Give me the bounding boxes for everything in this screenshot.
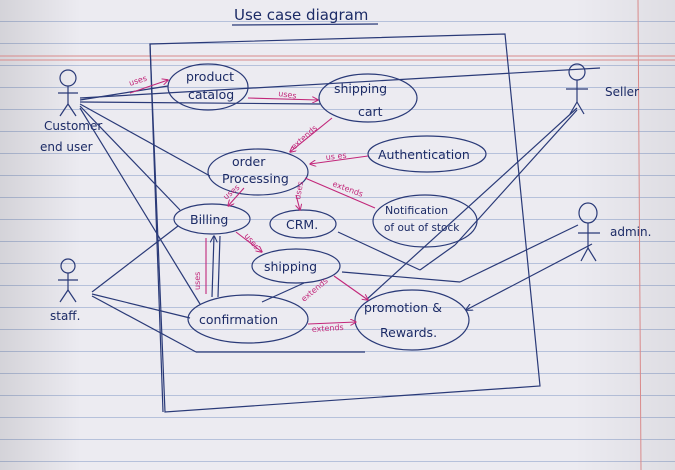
rel-label-extends-3: extends <box>300 276 330 303</box>
svg-text:Processing: Processing <box>222 171 289 186</box>
svg-text:product: product <box>186 69 234 84</box>
use-case-shipping-cart: shipping cart <box>318 73 418 123</box>
rel-label-uses-6: uses <box>242 232 261 252</box>
use-case-confirmation: confirmation <box>187 294 309 344</box>
rel-label-extends-1: extends <box>289 123 319 151</box>
use-case-notification-out-of-stock: Notification of out of stock <box>372 194 478 248</box>
use-case-authentication: Authentication <box>367 135 487 173</box>
use-case-billing: Billing <box>173 203 251 235</box>
use-case-crm: CRM. <box>269 209 337 239</box>
use-case-order-processing: order Processing <box>207 148 309 196</box>
svg-text:cart: cart <box>358 104 383 119</box>
rel-label-uses-1: uses <box>128 74 148 88</box>
actor-customer-label: Customer <box>44 119 102 133</box>
svg-text:order: order <box>232 154 266 169</box>
svg-text:confirmation: confirmation <box>199 312 278 327</box>
svg-text:promotion &: promotion & <box>364 300 442 315</box>
svg-text:Authentication: Authentication <box>378 147 470 162</box>
diagram-title: Use case diagram <box>234 6 368 24</box>
svg-text:Billing: Billing <box>190 212 228 227</box>
actor-end-user-label: end user <box>40 140 93 154</box>
use-case-shipping: shipping <box>251 248 341 284</box>
actor-admin <box>578 202 600 262</box>
use-case-product-catalog: product catalog <box>167 63 249 111</box>
actor-seller-label: Seller <box>605 85 639 99</box>
use-case-promotion-rewards: promotion & Rewards. <box>354 289 470 351</box>
svg-text:Notification: Notification <box>385 204 448 217</box>
relationship-arrows <box>129 80 376 324</box>
svg-text:of out of stock: of out of stock <box>384 222 460 234</box>
svg-text:shipping: shipping <box>334 81 387 96</box>
system-boundary-edge <box>149 43 164 413</box>
margin-line-vertical <box>637 0 642 470</box>
rel-label-uses-5: uses <box>293 181 305 201</box>
actor-staff <box>58 258 78 303</box>
rel-label-uses-2: uses <box>278 89 297 100</box>
association-lines <box>79 67 601 353</box>
svg-text:shipping: shipping <box>264 259 317 274</box>
svg-text:Rewards.: Rewards. <box>380 325 437 340</box>
actor-seller <box>566 63 588 115</box>
system-boundary <box>149 33 541 413</box>
title-underline <box>231 23 379 26</box>
rel-label-uses-3: us es <box>325 151 347 162</box>
actor-staff-label: staff. <box>50 309 80 323</box>
rel-label-uses-7: uses <box>193 272 202 290</box>
actor-admin-label: admin. <box>610 225 651 239</box>
rel-label-extends-4: extends <box>312 323 344 334</box>
svg-text:CRM.: CRM. <box>286 217 318 232</box>
actor-customer <box>58 69 78 117</box>
